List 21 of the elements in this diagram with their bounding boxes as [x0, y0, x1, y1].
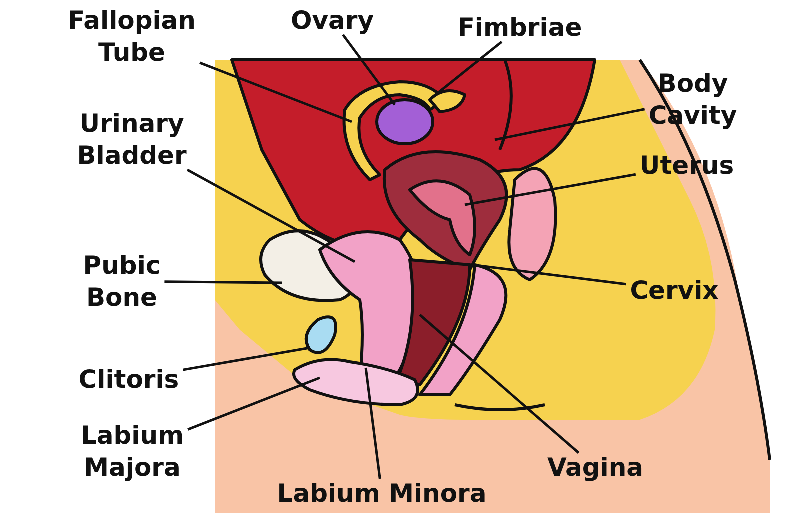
- part-label: Labium Minora: [262, 478, 502, 510]
- leader-line: [182, 346, 310, 372]
- leader-line: [480, 264, 626, 286]
- part-label: Pubic Bone: [72, 250, 172, 314]
- part-label: Ovary: [285, 5, 380, 37]
- leader-line: [494, 108, 646, 142]
- leader-line: [464, 173, 636, 206]
- leader-line: [188, 376, 320, 431]
- part-label: Fimbriae: [455, 12, 585, 44]
- leader-line: [431, 41, 503, 99]
- leader-line: [342, 34, 396, 106]
- part-label: Urinary Bladder: [72, 108, 192, 172]
- part-label: Vagina: [543, 452, 648, 484]
- leader-line: [419, 314, 580, 454]
- leader-line: [164, 280, 282, 284]
- part-label: Labium Majora: [70, 420, 195, 484]
- part-label: Clitoris: [64, 364, 194, 396]
- leader-line: [186, 168, 356, 264]
- leader-line: [364, 368, 382, 480]
- part-label: Fallopian Tube: [52, 5, 212, 69]
- part-label: Cervix: [622, 275, 727, 307]
